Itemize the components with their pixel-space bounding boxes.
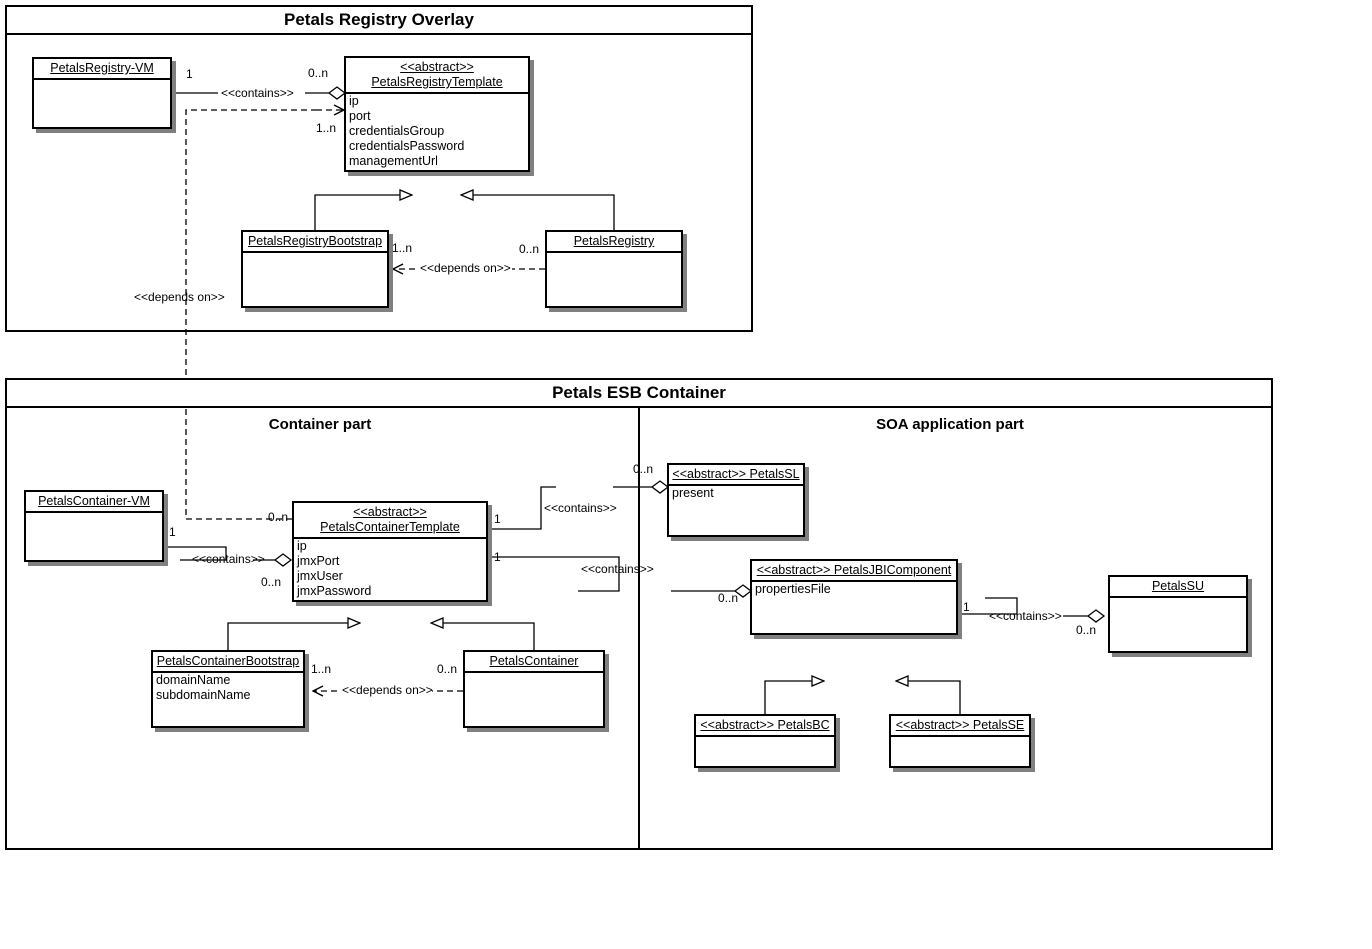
- class-name-text: PetalsRegistry-VM: [50, 61, 154, 75]
- class-attributes-petals-sl: present: [669, 486, 803, 501]
- attribute-jmxport: jmxPort: [297, 554, 340, 568]
- mult-jbi-zero-n: 0..n: [718, 591, 739, 605]
- class-petals-container[interactable]: PetalsContainer: [463, 650, 605, 728]
- class-petals-container-template[interactable]: <<abstract>> PetalsContainerTemplate ip …: [292, 501, 488, 602]
- class-petals-bc[interactable]: <<abstract>> PetalsBC: [694, 714, 836, 768]
- class-name-petals-registry-vm: PetalsRegistry-VM: [34, 59, 170, 80]
- edge-label-containervm-contains-template: <<contains>>: [192, 552, 265, 566]
- attribute-jmxpassword: jmxPassword: [297, 584, 372, 598]
- attribute-domainname: domainName: [156, 673, 231, 687]
- class-petals-container-vm[interactable]: PetalsContainer-VM: [24, 490, 164, 562]
- class-name-petals-registry: PetalsRegistry: [547, 232, 681, 253]
- mult-registrybootstrap-one-n: 1..n: [392, 241, 413, 255]
- mult-registrytemplate-zero-n: 0..n: [308, 66, 329, 80]
- class-name-text: PetalsRegistryTemplate: [371, 75, 503, 89]
- class-petals-registry-vm[interactable]: PetalsRegistry-VM: [32, 57, 172, 129]
- mult-registrytemplate-dep-one-n: 1..n: [316, 121, 337, 135]
- class-name-petals-container-vm: PetalsContainer-VM: [26, 492, 162, 513]
- class-name-petals-bc: <<abstract>> PetalsBC: [696, 716, 834, 737]
- attribute-managementurl: managementUrl: [349, 154, 438, 168]
- edge-label-registry-dependson-bootstrap: <<depends on>>: [420, 261, 511, 275]
- class-petals-registry-bootstrap[interactable]: PetalsRegistryBootstrap: [241, 230, 389, 308]
- mult-jbi-su-one: 1: [963, 600, 970, 614]
- edge-label-registryvm-contains-template: <<contains>>: [221, 86, 294, 100]
- class-petals-se[interactable]: <<abstract>> PetalsSE: [889, 714, 1031, 768]
- stereotype-abstract: <<abstract>>: [353, 505, 427, 519]
- class-petals-su[interactable]: PetalsSU: [1108, 575, 1248, 653]
- class-petals-jbi-component[interactable]: <<abstract>> PetalsJBIComponent properti…: [750, 559, 958, 635]
- package-title-registry-overlay: Petals Registry Overlay: [7, 7, 751, 35]
- edge-label-containertemplate-dependson-registrytemplate: <<depends on>>: [134, 290, 225, 304]
- mult-registry-zero-n: 0..n: [519, 242, 540, 256]
- package-petals-esb-container: Petals ESB Container: [5, 378, 1273, 850]
- mult-petalscontainer-zero-n: 0..n: [437, 662, 458, 676]
- attribute-propertiesfile: propertiesFile: [755, 582, 831, 596]
- package-petals-registry-overlay: Petals Registry Overlay: [5, 5, 753, 332]
- class-name-petals-jbi-component: <<abstract>> PetalsJBIComponent: [752, 561, 956, 582]
- edge-label-containertemplate-contains-jbi: <<contains>>: [581, 562, 654, 576]
- class-attributes-petals-registry-template: ip port credentialsGroup credentialsPass…: [346, 94, 528, 169]
- class-name-petals-container: PetalsContainer: [465, 652, 603, 673]
- edge-label-containertemplate-contains-sl: <<contains>>: [544, 501, 617, 515]
- mult-containertemplate-sl-one: 1: [494, 512, 501, 526]
- class-name-petals-se: <<abstract>> PetalsSE: [891, 716, 1029, 737]
- class-name-petals-sl: <<abstract>> PetalsSL: [669, 465, 803, 486]
- class-petals-container-bootstrap[interactable]: PetalsContainerBootstrap domainName subd…: [151, 650, 305, 728]
- attribute-credentialsgroup: credentialsGroup: [349, 124, 445, 138]
- class-name-petals-container-template: <<abstract>> PetalsContainerTemplate: [294, 503, 486, 539]
- attribute-credentialspassword: credentialsPassword: [349, 139, 465, 153]
- attribute-port: port: [349, 109, 371, 123]
- class-attributes-petals-container-template: ip jmxPort jmxUser jmxPassword: [294, 539, 486, 599]
- class-name-petals-registry-template: <<abstract>> PetalsRegistryTemplate: [346, 58, 528, 94]
- class-name-petals-su: PetalsSU: [1110, 577, 1246, 598]
- mult-su-zero-n: 0..n: [1076, 623, 1097, 637]
- mult-containervm-one: 1: [169, 525, 176, 539]
- partition-title-container-part: Container part: [268, 416, 372, 433]
- class-petals-sl[interactable]: <<abstract>> PetalsSL present: [667, 463, 805, 537]
- class-name-text: PetalsContainerTemplate: [320, 520, 460, 534]
- class-name-petals-container-bootstrap: PetalsContainerBootstrap: [153, 652, 303, 673]
- partition-divider: [638, 408, 640, 848]
- edge-label-petalscontainer-dependson-bootstrap: <<depends on>>: [342, 683, 433, 697]
- mult-containertemplate-top-zero-n: 0..n: [268, 510, 289, 524]
- partition-title-soa-part: SOA application part: [876, 416, 1024, 433]
- stereotype-abstract: <<abstract>>: [400, 60, 474, 74]
- mult-registryvm-one: 1: [186, 67, 193, 81]
- attribute-ip: ip: [297, 539, 307, 553]
- class-attributes-petals-container-bootstrap: domainName subdomainName: [153, 673, 303, 703]
- mult-containertemplate-jbi-one: 1: [494, 550, 501, 564]
- mult-containertemplate-zero-n-left: 0..n: [261, 575, 282, 589]
- mult-containerbootstrap-one-n: 1..n: [311, 662, 332, 676]
- attribute-subdomainname: subdomainName: [156, 688, 251, 702]
- attribute-present: present: [672, 486, 714, 500]
- package-title-esb-container: Petals ESB Container: [7, 380, 1271, 408]
- class-name-petals-registry-bootstrap: PetalsRegistryBootstrap: [243, 232, 387, 253]
- class-petals-registry-template[interactable]: <<abstract>> PetalsRegistryTemplate ip p…: [344, 56, 530, 172]
- class-attributes-petals-jbi-component: propertiesFile: [752, 582, 956, 597]
- class-petals-registry[interactable]: PetalsRegistry: [545, 230, 683, 308]
- edge-label-jbi-contains-su: <<contains>>: [989, 609, 1062, 623]
- attribute-ip: ip: [349, 94, 359, 108]
- mult-sl-zero-n: 0..n: [633, 462, 654, 476]
- attribute-jmxuser: jmxUser: [297, 569, 343, 583]
